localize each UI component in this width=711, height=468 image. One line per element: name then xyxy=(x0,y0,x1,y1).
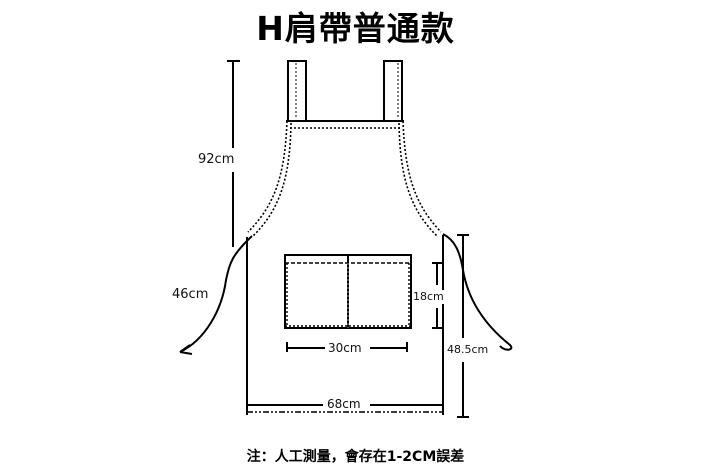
label-68cm: 68cm xyxy=(327,397,361,411)
dimension-30cm xyxy=(286,342,408,352)
diagram-title: H肩帶普通款 xyxy=(256,9,455,48)
label-30cm: 30cm xyxy=(328,341,362,355)
label-18cm: 18cm xyxy=(413,290,444,304)
right-strap xyxy=(383,60,403,122)
dimension-48-5cm xyxy=(457,234,469,418)
label-92cm: 92cm xyxy=(198,152,235,167)
left-strap xyxy=(287,60,307,122)
left-armhole xyxy=(247,120,288,233)
left-tie xyxy=(179,235,253,355)
right-armhole xyxy=(402,120,442,233)
label-46cm: 46cm xyxy=(172,287,209,302)
dimension-18cm xyxy=(432,262,443,329)
pocket xyxy=(284,254,412,329)
label-48-5cm: 48.5cm xyxy=(447,343,489,357)
dimension-92cm xyxy=(227,60,240,247)
right-tie xyxy=(442,233,513,351)
measurement-note: 注：人工測量，會存在1-2CM誤差 xyxy=(246,449,465,465)
